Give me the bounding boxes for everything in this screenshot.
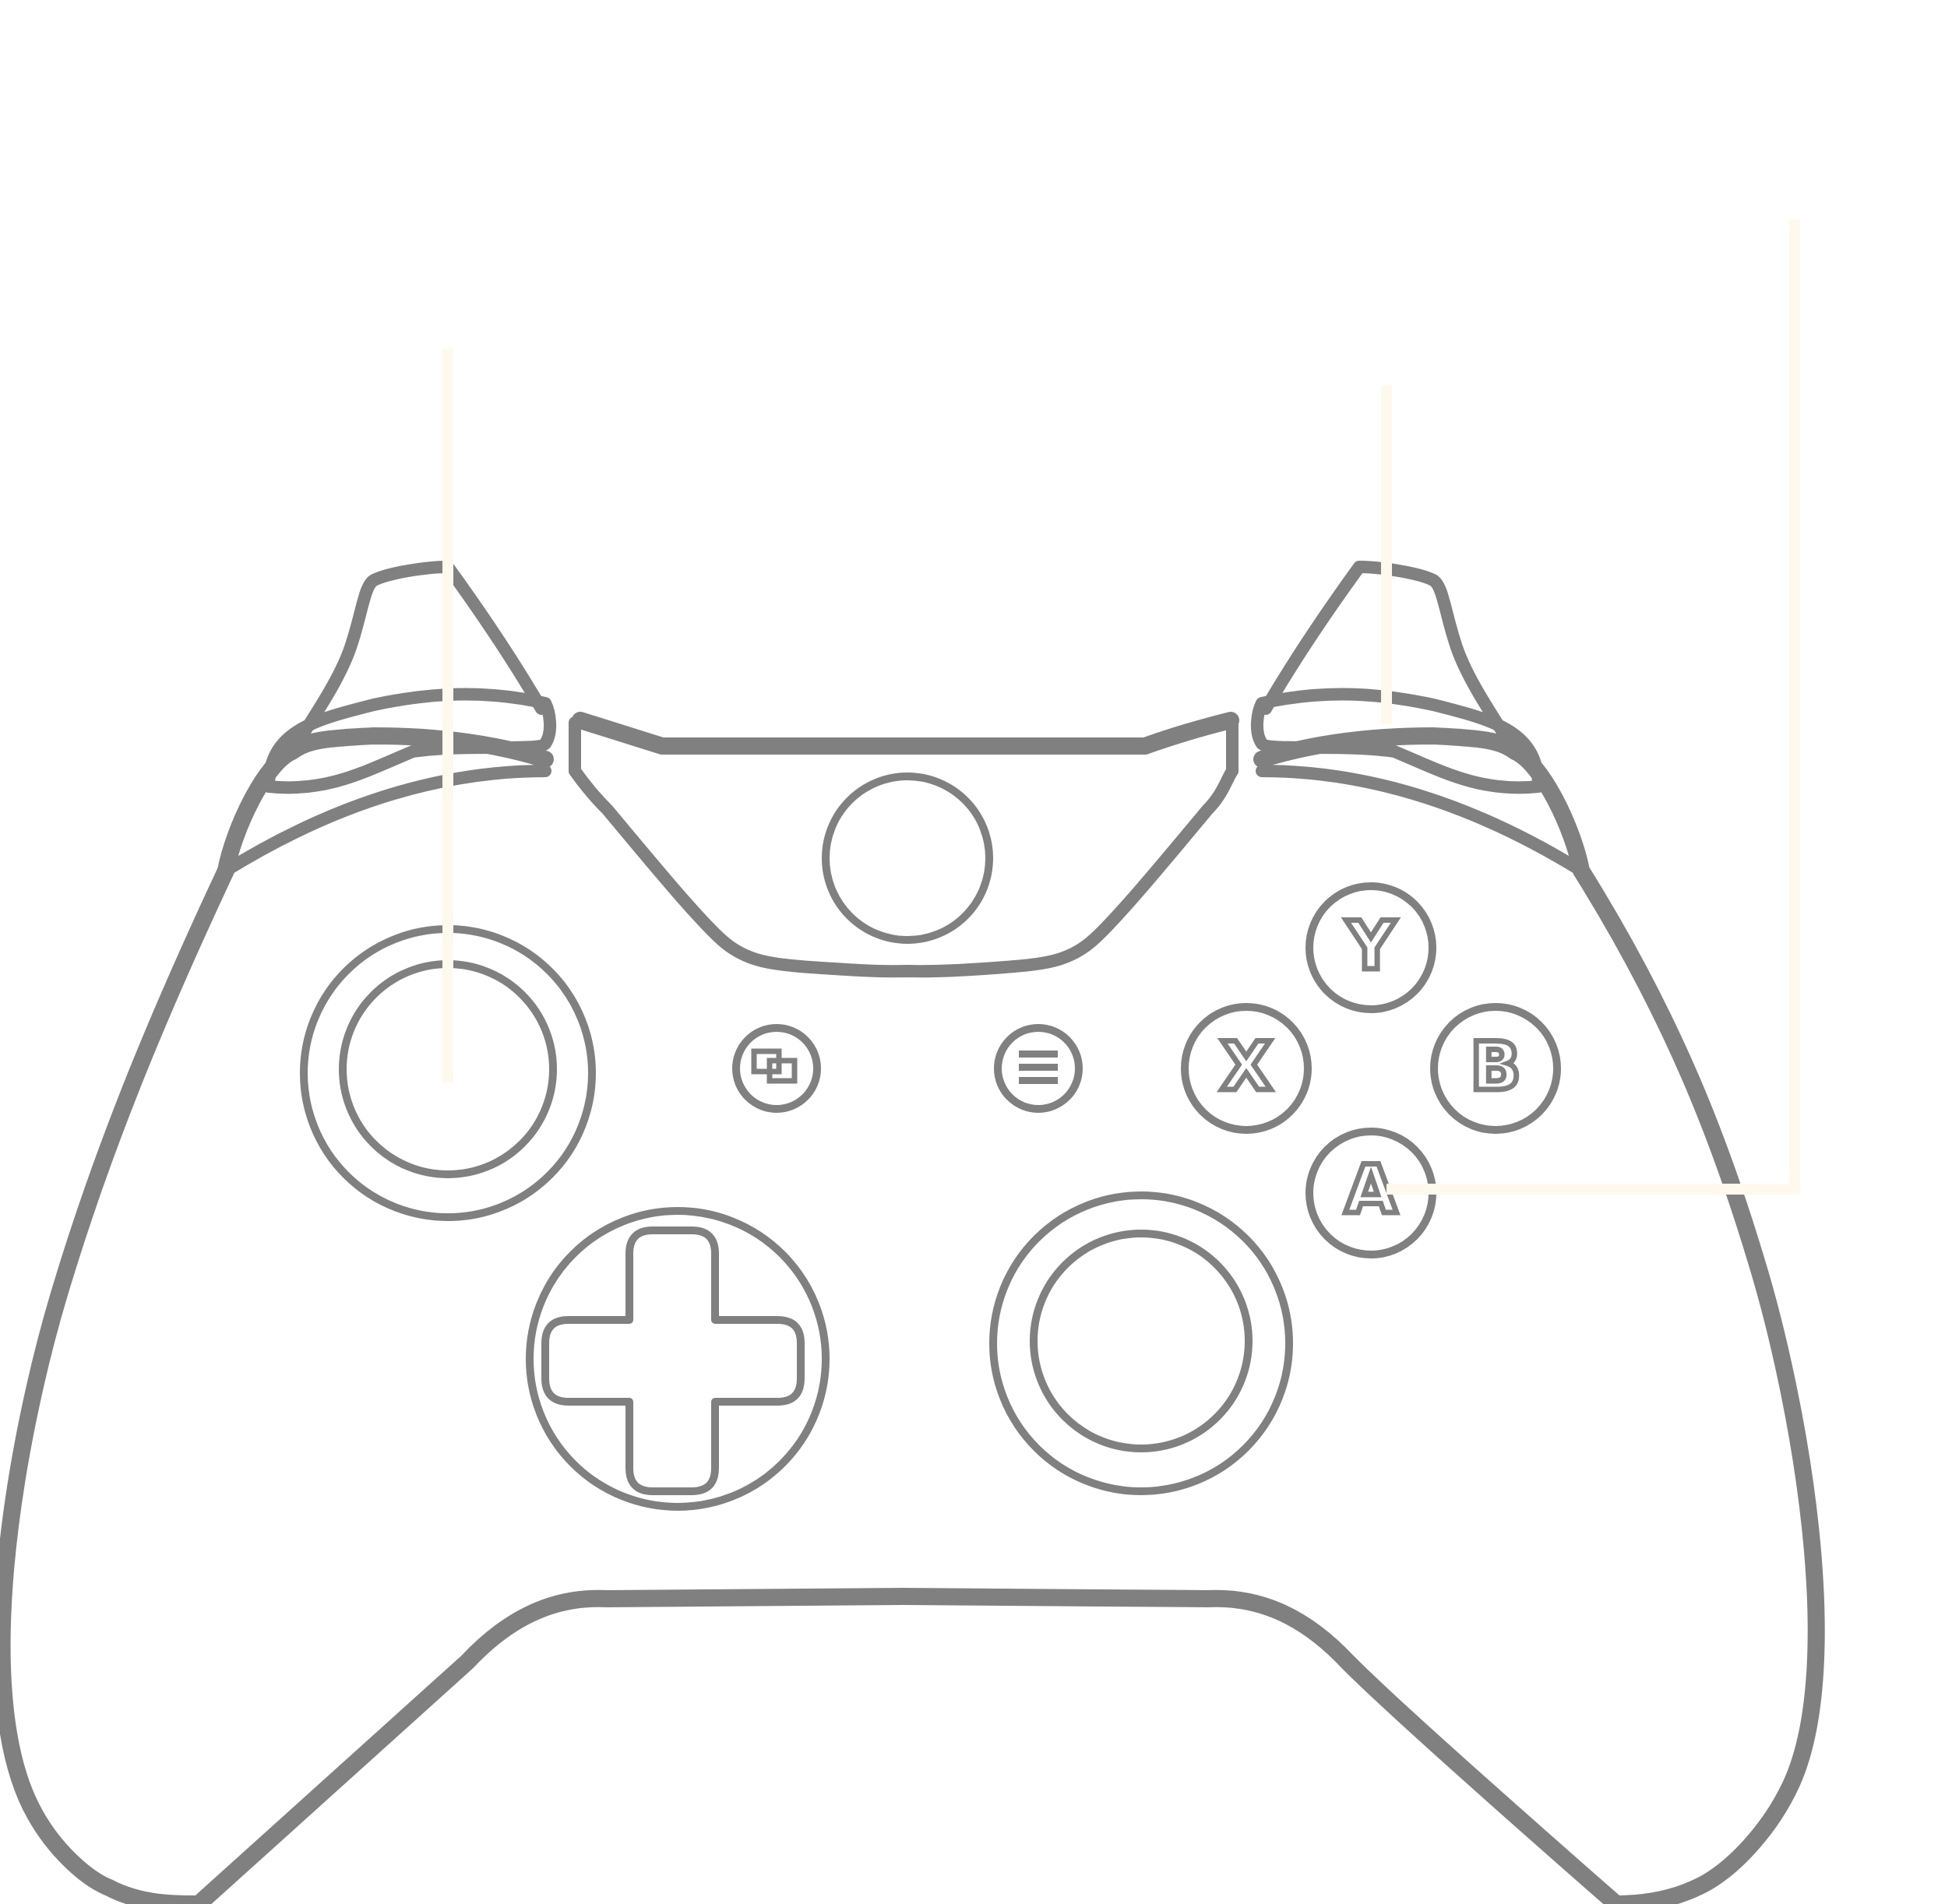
menu-button-ring <box>994 1024 1083 1113</box>
x-button-label: X <box>1221 1028 1272 1106</box>
b-button-ring <box>1430 1003 1561 1134</box>
b-button[interactable]: B <box>1430 1003 1561 1134</box>
x-button[interactable]: X <box>1181 1003 1312 1134</box>
left-trigger[interactable] <box>288 561 548 754</box>
top-shelf <box>572 712 1239 755</box>
a-button[interactable]: A <box>1305 1128 1436 1258</box>
leader-line-a-button <box>1387 220 1800 1195</box>
center-recess <box>569 765 1239 978</box>
dpad-icon[interactable] <box>541 1227 805 1495</box>
right-grip-curve <box>1256 765 1587 877</box>
controller-body <box>0 862 1825 1904</box>
view-icon <box>751 1048 798 1084</box>
y-button[interactable]: Y <box>1305 882 1436 1013</box>
right-trigger[interactable] <box>1260 561 1519 754</box>
view-button-ring <box>732 1024 821 1113</box>
menu-icon <box>1019 1051 1058 1084</box>
dpad-ring <box>526 1207 830 1511</box>
left-bumper[interactable] <box>263 688 556 794</box>
right-stick-ring <box>989 1191 1293 1495</box>
guide-button[interactable] <box>822 773 993 944</box>
right-stick[interactable] <box>1030 1230 1253 1452</box>
shoulder-band-right <box>1253 727 1590 879</box>
y-button-label: Y <box>1346 907 1397 985</box>
shoulder-band <box>217 727 554 879</box>
left-grip-curve <box>220 765 551 877</box>
b-button-label: B <box>1470 1028 1521 1106</box>
y-button-ring <box>1305 882 1436 1013</box>
view-button[interactable] <box>732 1024 821 1113</box>
right-bumper[interactable] <box>1251 688 1545 794</box>
menu-button[interactable] <box>994 1024 1083 1113</box>
x-button-ring <box>1181 1003 1312 1134</box>
